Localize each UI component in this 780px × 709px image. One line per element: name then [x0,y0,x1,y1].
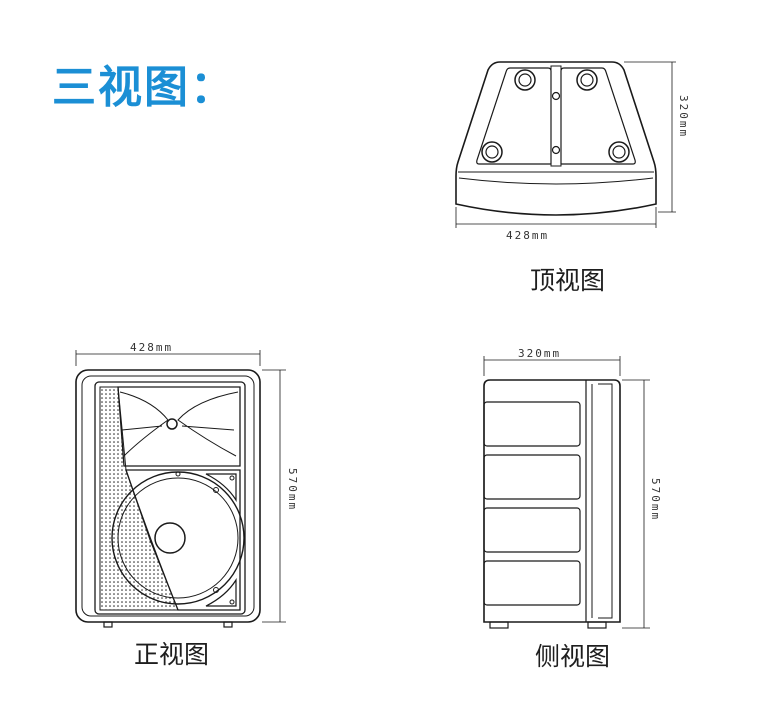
side-view-label: 侧视图 [535,642,611,671]
front-view-woofer-dustcap [154,522,186,554]
front-view-height-label: 570mm [286,468,299,511]
side-view-depth-dimension: 320mm [483,347,621,376]
front-view-grille-frame [94,381,246,615]
front-view: 428mm 570mm [75,341,299,628]
top-view-foot [608,141,630,163]
top-view-rail-screw [551,145,561,155]
top-view-label: 顶视图 [530,266,606,295]
side-view-foot [587,621,607,629]
side-view-foot [489,621,509,629]
front-view-horn [117,386,241,467]
page-heading: 三视图： [52,62,236,113]
top-view-depth-dimension: 320mm [624,61,690,213]
front-view-label: 正视图 [134,640,210,669]
top-view-foot [481,141,503,163]
front-view-cabinet [75,369,261,623]
side-view-panel [483,507,581,553]
front-view-woofer-surround [117,477,239,599]
front-view-cabinet-inner [81,375,255,617]
side-view-panel [483,401,581,447]
top-view-width-label: 428mm [506,229,549,242]
side-view-panel [483,560,581,606]
top-view-foot [514,69,536,91]
side-view-body [483,379,621,623]
front-view-horn-flare [119,391,239,457]
top-view-outline [455,61,657,216]
front-view-grille [99,386,179,611]
front-view-tweeter [166,418,178,430]
front-view-screw [213,587,219,593]
top-view-right-panel [560,67,636,165]
top-view-depth-label: 320mm [677,95,690,138]
front-view-port-bottom [205,577,237,607]
front-view-screw [213,487,219,493]
front-view-screw [175,471,181,477]
side-view-depth-label: 320mm [518,347,561,360]
side-view-height-dimension: 570mm [622,379,662,629]
top-view: 428mm 320mm [455,61,690,242]
front-view-height-dimension: 570mm [262,369,299,623]
top-view-rail-screw [551,91,561,101]
top-view-foot [576,69,598,91]
side-view-height-label: 570mm [649,478,662,521]
side-view: 320mm 570mm [483,347,662,629]
top-view-center-rail [550,65,562,167]
top-view-width-dimension: 428mm [455,207,657,242]
front-view-width-dimension: 428mm [75,341,261,366]
front-view-woofer-baffle [125,469,241,611]
front-view-screw [229,475,235,481]
side-view-grille-edge [598,383,613,619]
top-view-left-panel [476,67,552,165]
front-view-foot [223,621,233,628]
side-view-panel [483,454,581,500]
front-view-width-label: 428mm [130,341,173,354]
top-view-base-curve [458,177,654,185]
front-view-foot [103,621,113,628]
front-view-port-top [205,473,237,503]
front-view-screw [229,599,235,605]
